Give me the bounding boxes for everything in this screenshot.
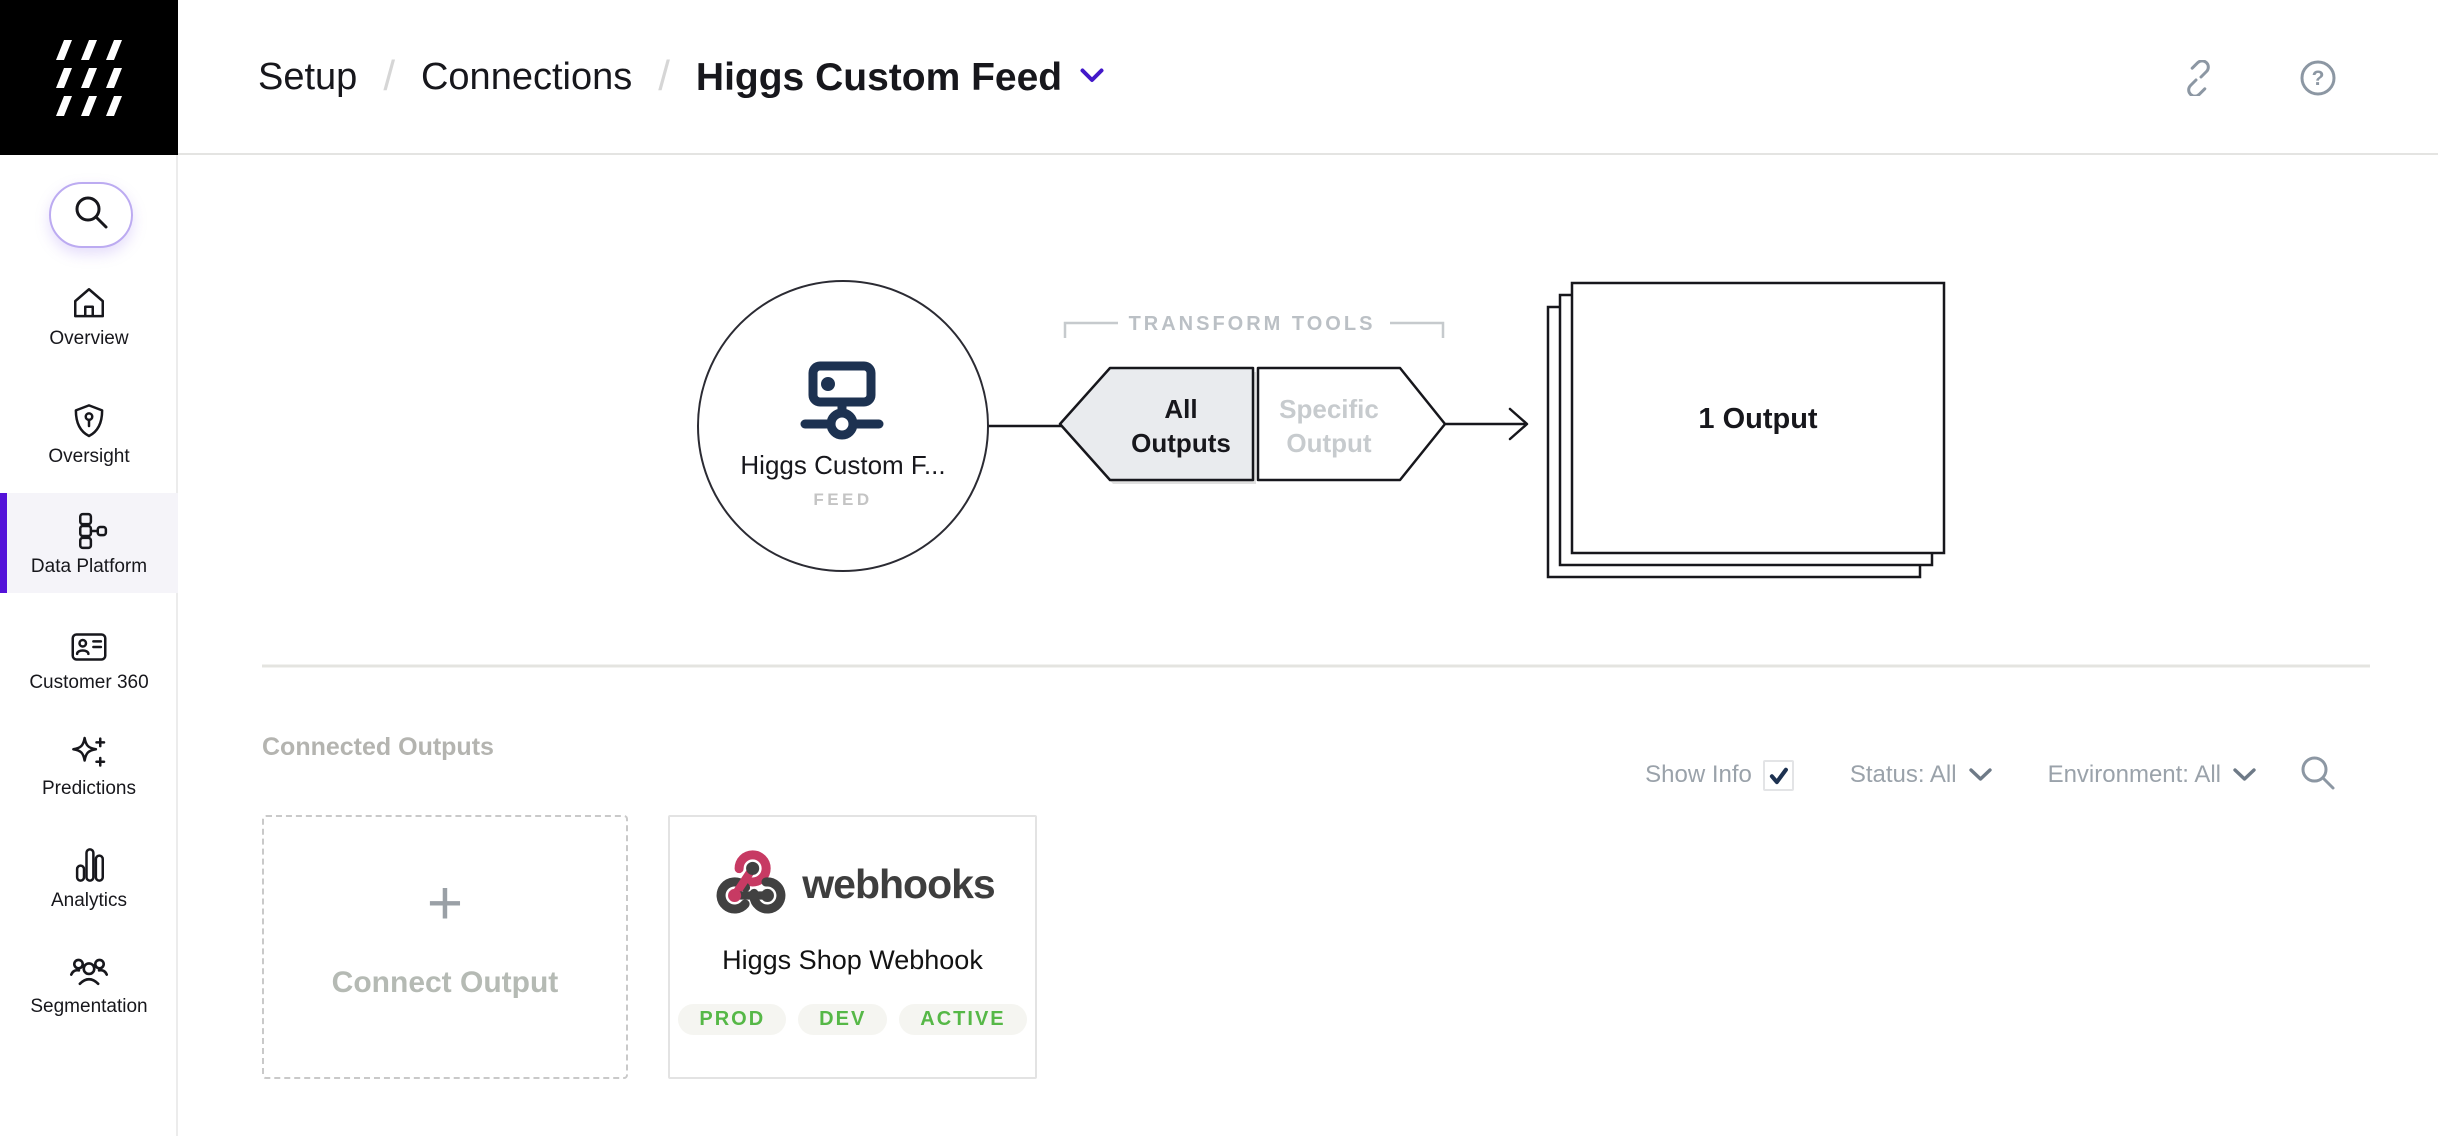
sidebar-item-label: Segmentation: [30, 996, 148, 1017]
show-info-checkbox[interactable]: [1762, 759, 1794, 791]
people-icon: [0, 949, 178, 991]
sidebar: Overview Oversight Data Platform: [0, 155, 178, 1136]
transform-tools-label: TRANSFORM TOOLS: [1129, 313, 1376, 335]
feed-node[interactable]: Higgs Custom F... FEED: [697, 280, 989, 572]
environment-filter-label[interactable]: Environment: All: [2047, 761, 2221, 788]
webhook-card-name: Higgs Shop Webhook: [722, 945, 983, 975]
feed-node-name: Higgs Custom F...: [740, 450, 945, 480]
help-icon[interactable]: ?: [2298, 58, 2338, 98]
link-icon[interactable]: [2178, 58, 2218, 98]
connect-output-card[interactable]: + Connect Output: [262, 815, 628, 1079]
breadcrumb-separator: /: [383, 51, 395, 99]
search-icon: [70, 192, 112, 239]
connection-diagram: Higgs Custom F... FEED TRANSFORM TOOLS A…: [262, 280, 2370, 668]
status-filter-label[interactable]: Status: All: [1849, 761, 1957, 788]
sidebar-item-label: Oversight: [48, 446, 130, 467]
all-outputs-line2: Outputs: [1131, 428, 1231, 458]
webhook-badges: PROD DEV ACTIVE: [678, 1004, 1027, 1035]
feed-server-icon: [800, 361, 884, 440]
output-card-label: 1 Output: [1698, 403, 1818, 435]
all-outputs-button[interactable]: All Outputs: [1058, 366, 1256, 484]
webhook-output-card[interactable]: webhooks Higgs Shop Webhook PROD DEV ACT…: [668, 815, 1037, 1079]
sidebar-item-analytics[interactable]: Analytics: [0, 845, 178, 912]
sidebar-item-overview[interactable]: Overview: [0, 283, 178, 350]
specific-output-button[interactable]: Specific Output: [1256, 366, 1447, 482]
status-chevron-down-icon[interactable]: [1968, 768, 1992, 782]
sidebar-item-segmentation[interactable]: Segmentation: [0, 949, 178, 1018]
shield-icon: [0, 401, 178, 441]
connected-outputs-title: Connected Outputs: [262, 733, 494, 761]
bracket-left: [1063, 321, 1118, 338]
sidebar-item-predictions[interactable]: Predictions: [0, 733, 178, 800]
output-stack-card[interactable]: 1 Output: [1546, 281, 1946, 579]
bracket-right: [1390, 321, 1445, 338]
sidebar-item-label: Predictions: [42, 778, 136, 799]
top-header: Setup / Connections / Higgs Custom Feed …: [0, 0, 2438, 155]
sidebar-selected-highlight: [0, 493, 178, 593]
sparkle-icon: [0, 733, 178, 773]
mparticle-logo[interactable]: [0, 0, 178, 155]
connected-outputs-grid: + Connect Output webhooks: [262, 815, 1037, 1079]
sidebar-item-customer-360[interactable]: Customer 360: [0, 627, 178, 694]
id-card-icon: [0, 627, 178, 667]
outputs-search-icon[interactable]: [2299, 754, 2336, 796]
sidebar-item-oversight[interactable]: Oversight: [0, 401, 178, 468]
sidebar-selected-bar: [0, 493, 7, 593]
home-icon: [0, 283, 178, 323]
badge-prod: PROD: [678, 1004, 787, 1035]
breadcrumb: Setup / Connections / Higgs Custom Feed: [258, 0, 1104, 155]
specific-output-line2: Output: [1286, 428, 1372, 458]
flowchart-icon: [0, 511, 178, 551]
breadcrumb-setup[interactable]: Setup: [258, 56, 358, 98]
connect-output-label: Connect Output: [331, 966, 559, 999]
sidebar-item-label: Overview: [49, 328, 129, 349]
sidebar-item-data-platform[interactable]: Data Platform: [0, 511, 178, 578]
plus-icon: +: [426, 869, 464, 938]
breadcrumb-separator: /: [658, 51, 670, 99]
checkmark-icon: [1769, 767, 1788, 784]
breadcrumb-current-page[interactable]: Higgs Custom Feed: [695, 55, 1063, 99]
mparticle-logo-icon: [56, 39, 122, 116]
badge-active: ACTIVE: [899, 1004, 1027, 1035]
help-icon-glyph: ?: [2312, 67, 2325, 90]
feed-node-type: FEED: [813, 490, 872, 509]
show-info-label: Show Info: [1645, 761, 1752, 788]
sidebar-item-label: Customer 360: [29, 672, 149, 693]
all-outputs-line1: All: [1164, 394, 1197, 424]
breadcrumb-connections[interactable]: Connections: [420, 56, 633, 98]
badge-dev: DEV: [798, 1004, 888, 1035]
webhooks-wordmark: webhooks: [802, 860, 995, 907]
outputs-filter-bar: Show Info Status: All Environment: All: [1645, 755, 2336, 795]
sidebar-item-label: Analytics: [50, 890, 128, 911]
header-actions: ?: [2178, 0, 2338, 155]
sidebar-item-label: Data Platform: [30, 556, 148, 577]
arrowhead-icon: [1508, 407, 1529, 441]
webhook-brand-row: webhooks: [710, 843, 996, 925]
sidebar-search-button[interactable]: [49, 182, 133, 248]
bar-chart-icon: [0, 845, 178, 885]
page-dropdown-chevron-icon[interactable]: [1080, 68, 1104, 88]
main-content: Higgs Custom F... FEED TRANSFORM TOOLS A…: [178, 157, 2438, 1136]
specific-output-line1: Specific: [1279, 394, 1379, 424]
webhooks-logo-icon: [716, 850, 786, 914]
environment-chevron-down-icon[interactable]: [2233, 768, 2256, 782]
